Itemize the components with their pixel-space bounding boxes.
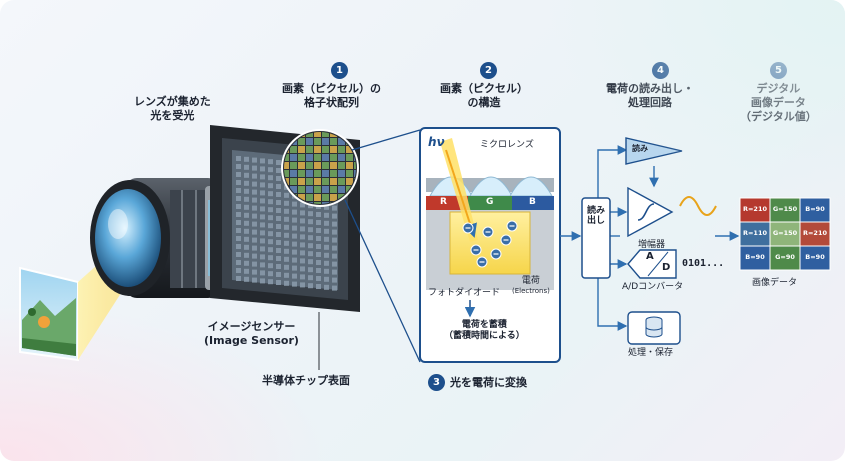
signal-wave [679,196,717,216]
filter-blue [512,196,554,210]
camera-lens [90,178,227,298]
adc-symbol-a: A [646,251,654,262]
store-charge-label: 電荷を蓄積（蓄積時間による） [444,320,525,342]
amplifier-symbol [627,186,674,238]
zoom-line-bottom [344,199,421,363]
step-2-badge: 2 [480,62,497,79]
charge-label: 電荷(Electrons) [512,276,550,296]
zoom-line-top [351,129,421,151]
image-data-cell [769,245,801,271]
image-data-cell [799,221,831,247]
step-5-badge: 5 [770,62,787,79]
photodiode-label: フォトダイオード [428,288,501,298]
image-data-value: R=210 [742,205,768,213]
amp-label: 増幅器 [638,240,666,250]
read-amplifier [625,137,683,165]
step-2-title: 画素（ピクセル）の構造 [440,82,528,109]
image-data-cell [739,197,771,223]
database-icon [645,316,663,338]
pixel-structure-panel [419,127,561,363]
step-4-badge: 4 [652,62,669,79]
hv-label: hν [428,135,445,149]
image-data-value: B=90 [745,253,765,261]
filter-b-label: B [529,197,536,207]
image-data-value: R=110 [742,229,768,237]
scene-picture [19,266,79,362]
step-1-badge: 1 [331,62,348,79]
image-data-cell [799,197,831,223]
readout-flow [560,145,740,331]
image-data-value: B=90 [805,205,825,213]
adc-label: A/Dコンバータ [622,282,684,292]
chip-surface-label: 半導体チップ表面 [262,374,350,387]
step-3-badge: 3 [428,374,445,391]
lens-label: レンズが集めた光を受光 [134,95,211,122]
step-3-title: 光を電荷に変換 [450,376,527,389]
filter-g-label: G [486,197,494,207]
filter-r-label: R [440,197,447,207]
electrons [462,220,518,268]
step-4-title: 電荷の読み出し・処理回路 [606,82,694,109]
image-data-value: G=150 [772,229,798,237]
process-label: 処理・保存 [628,348,674,358]
adc-symbol-d: D [662,262,671,273]
sensor-name: イメージセンサー(Image Sensor) [204,320,299,347]
image-data-cell [799,245,831,271]
image-data-value: G=90 [775,253,795,261]
microlens-label: ミクロレンズ [480,140,534,150]
image-data-value: B=90 [805,253,825,261]
step-5-title: デジタル画像データ（デジタル値） [740,82,817,123]
step-1-title: 画素（ピクセル）の格子状配列 [282,82,381,109]
image-data-value: G=150 [772,205,798,213]
image-data-value: R=210 [802,229,828,237]
readout-label: 読み出し [586,206,605,227]
image-data-grid [739,197,831,271]
read-label: 読み [632,144,648,153]
bits-label: 0101... [682,258,725,269]
photodiode [449,211,531,275]
image-data-label: 画像データ [752,278,798,288]
filter-green [468,196,512,210]
